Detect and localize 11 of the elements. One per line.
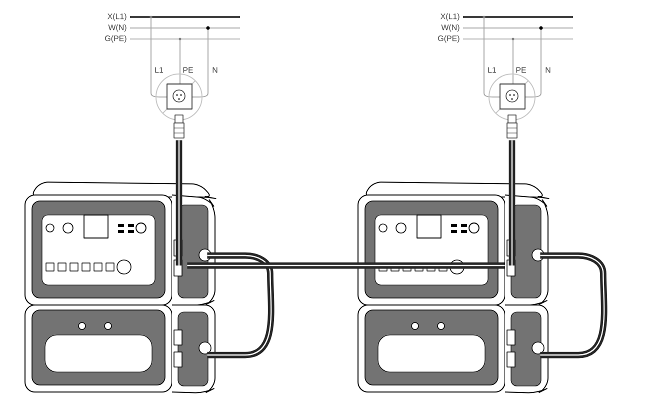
battery-pack-drawing: [358, 304, 548, 394]
cable: [540, 252, 608, 358]
power-station-drawing: [358, 182, 550, 306]
cable: [176, 140, 182, 266]
power-station-drawing: [24, 182, 216, 306]
battery-pack-drawing: [24, 304, 216, 394]
cable: [207, 252, 274, 358]
wall-outlet-drawing: [156, 74, 202, 138]
cable: [187, 262, 505, 269]
wall-outlet-drawing: [488, 74, 536, 138]
cable: [508, 140, 516, 266]
